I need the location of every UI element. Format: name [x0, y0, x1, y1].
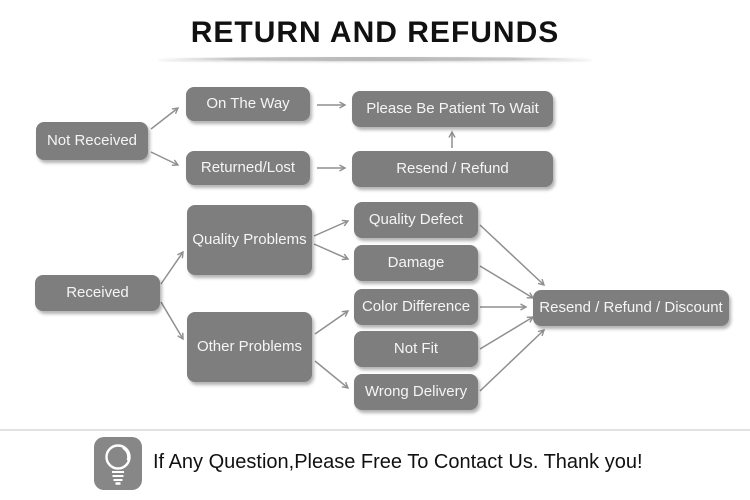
arrow-not-received-to-returned-lost	[150, 151, 180, 167]
node-not-fit: Not Fit	[354, 331, 478, 367]
node-resolution: Resend / Refund / Discount	[533, 290, 729, 326]
node-on-the-way: On The Way	[186, 87, 310, 121]
footer-message: If Any Question,Please Free To Contact U…	[153, 451, 643, 473]
node-wrong-delivery: Wrong Delivery	[354, 374, 478, 410]
node-quality-defect: Quality Defect	[354, 202, 478, 238]
arrow-not-received-to-on-the-way	[150, 107, 180, 130]
arrow-not-fit-to-resolution	[479, 316, 535, 350]
arrow-quality-problems-to-damage	[313, 243, 350, 261]
node-resend-refund: Resend / Refund	[352, 151, 553, 187]
node-color-difference: Color Difference	[354, 289, 478, 325]
lightbulb-icon	[94, 437, 142, 490]
arrow-damage-to-resolution	[479, 265, 535, 299]
node-other-problems: Other Problems	[187, 312, 312, 382]
node-not-received: Not Received	[36, 122, 148, 160]
arrow-quality-defect-to-resolution	[479, 224, 546, 286]
arrow-wrong-delivery-to-resolution	[479, 328, 546, 392]
arrow-received-to-other-problems	[160, 301, 184, 341]
arrow-other-problems-to-wrong-delivery	[314, 360, 350, 389]
page-title: RETURN AND REFUNDS	[190, 16, 560, 49]
node-damage: Damage	[354, 245, 478, 281]
node-returned-lost: Returned/Lost	[186, 151, 310, 185]
arrow-quality-problems-to-quality-defect	[313, 219, 350, 237]
node-received: Received	[35, 275, 160, 311]
arrow-received-to-quality-problems	[160, 250, 184, 285]
node-please-wait: Please Be Patient To Wait	[352, 91, 553, 127]
footer-divider	[0, 429, 750, 431]
title-underline	[158, 57, 592, 61]
node-quality-problems: Quality Problems	[187, 205, 312, 275]
arrow-other-problems-to-color-difference	[314, 310, 350, 335]
